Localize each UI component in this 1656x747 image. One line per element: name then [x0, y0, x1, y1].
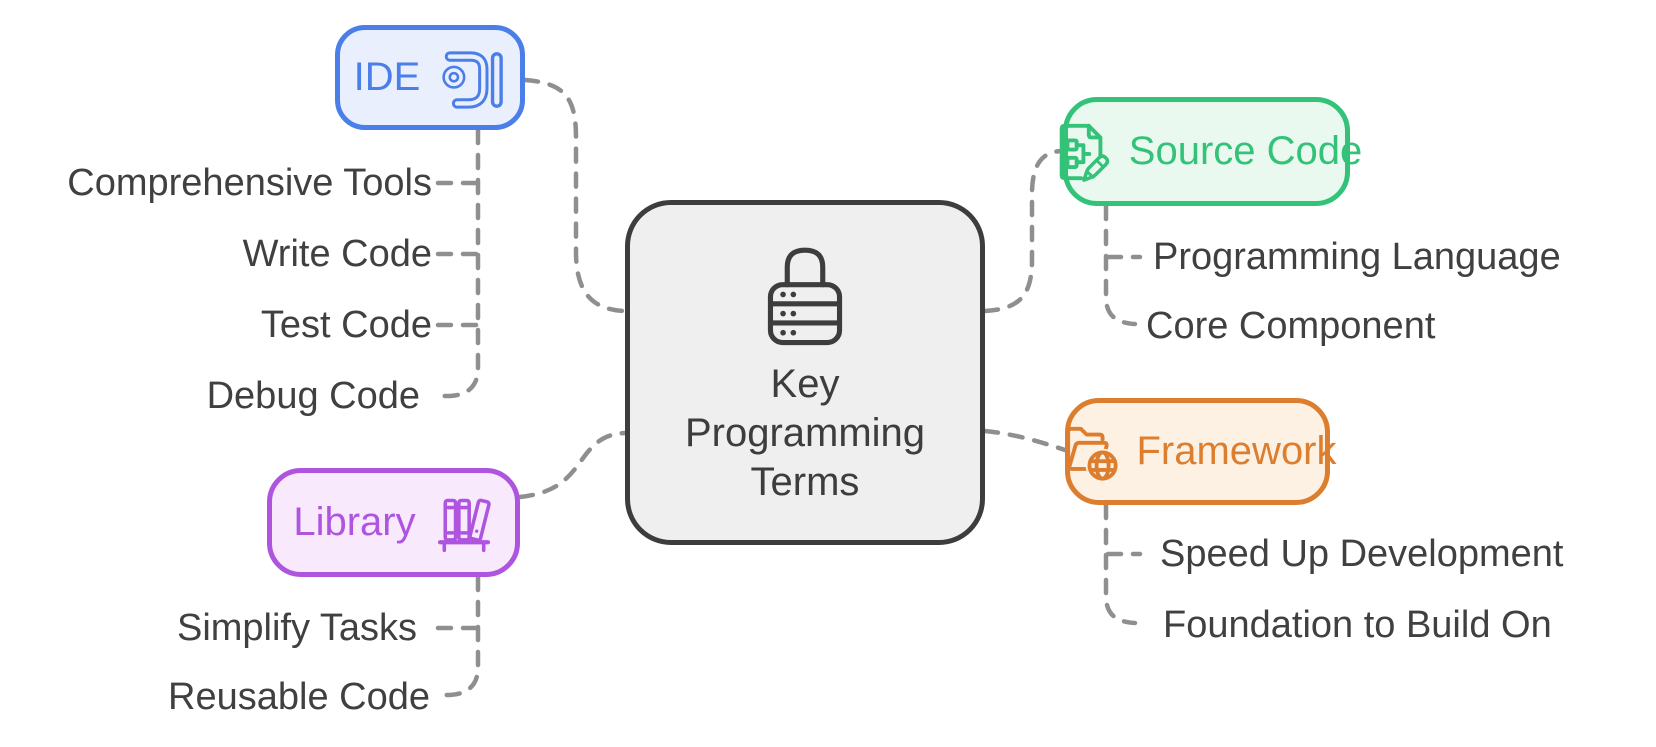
node-source-code-label: Source Code	[1128, 129, 1363, 173]
lock-server-icon	[757, 238, 853, 350]
ide-icon	[432, 43, 506, 113]
document-flowchart-pencil-icon	[1051, 119, 1113, 185]
node-library-label: Library	[293, 500, 416, 544]
leaf-label-comprehensive-tools: Comprehensive Tools	[67, 162, 432, 204]
leaf-label-reusable-code: Reusable Code	[168, 676, 430, 718]
leaf-label-core-component: Core Component	[1146, 305, 1436, 347]
leaf-label-test-code: Test Code	[260, 304, 432, 346]
leaf-label-speed-up-development: Speed Up Development	[1160, 533, 1564, 575]
node-library: Library	[267, 468, 520, 577]
node-ide: IDE	[335, 25, 525, 130]
node-framework-label: Framework	[1136, 429, 1337, 473]
node-source-code: Source Code	[1059, 97, 1362, 206]
central-title-line: Terms	[750, 460, 860, 504]
books-on-shelf-icon	[434, 492, 494, 554]
node-ide-label: IDE	[353, 55, 421, 99]
leaf-label-programming-language: Programming Language	[1153, 236, 1561, 278]
leaf-label-foundation-to-build-on: Foundation to Build On	[1163, 604, 1552, 646]
central-title-line: Key	[770, 362, 840, 406]
node-framework: Framework	[1065, 398, 1337, 505]
leaf-label-write-code: Write Code	[242, 233, 432, 275]
central-title-line: Programming	[684, 411, 926, 455]
central-node-key-programming-terms: Key Programming Terms	[625, 200, 985, 545]
leaf-label-debug-code: Debug Code	[206, 375, 420, 417]
open-folder-globe-icon	[1058, 421, 1120, 483]
leaf-label-simplify-tasks: Simplify Tasks	[176, 607, 417, 649]
